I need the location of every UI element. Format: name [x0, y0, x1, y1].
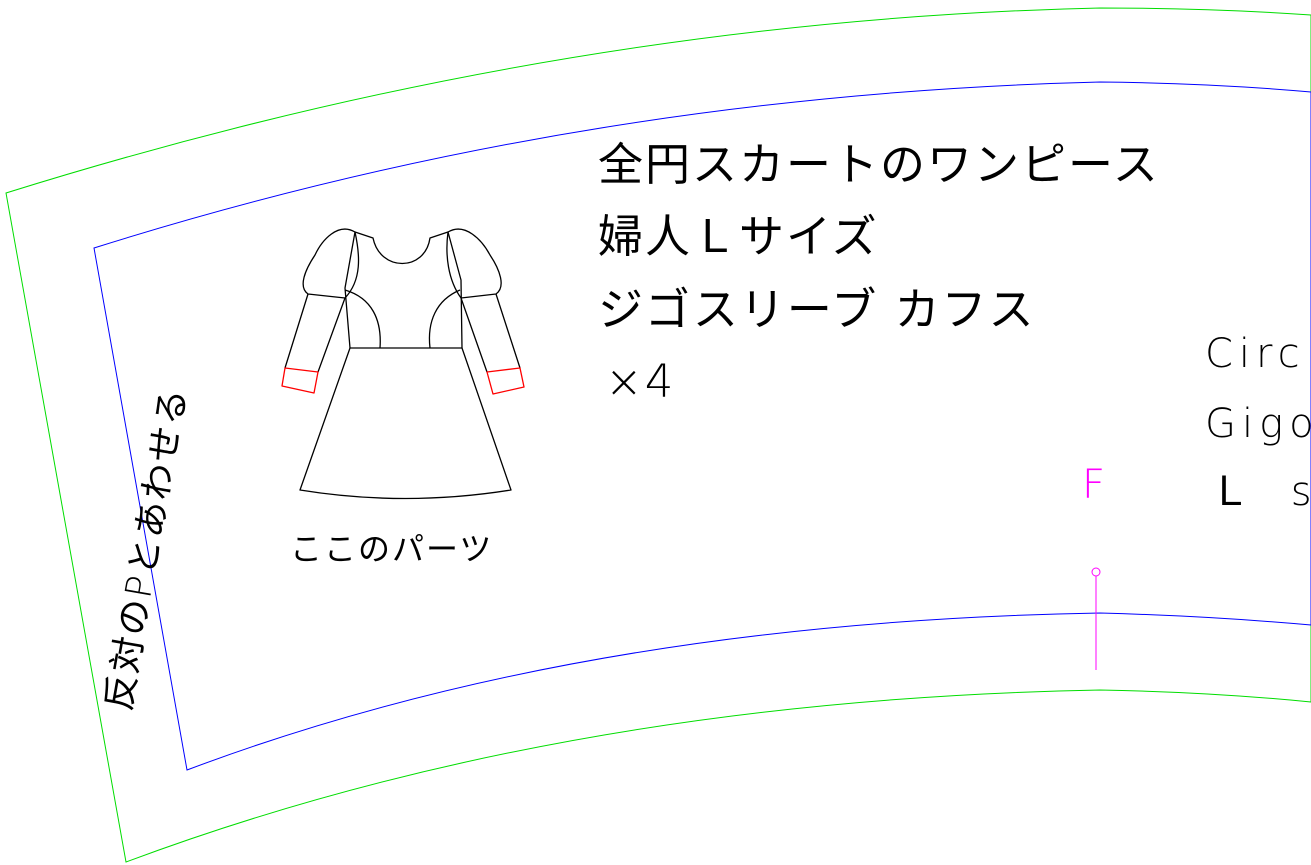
lower-sleeve-right — [460, 293, 521, 373]
cuff-right — [486, 367, 525, 395]
lower-sleeve-left — [284, 293, 346, 373]
puff-sleeve-left — [302, 228, 360, 299]
pattern-size-en: Ｌ s — [1210, 469, 1311, 515]
bodice-seam-right — [428, 289, 461, 349]
side-note: 反対のPとあわせる — [98, 384, 195, 714]
seam-allowance-outline — [5, 7, 1311, 863]
diagram-caption: ここのパーツ — [290, 530, 493, 568]
pattern-title-en: Circ — [1205, 331, 1306, 377]
cuff-left — [281, 367, 319, 394]
dress-diagram — [281, 228, 525, 500]
pattern-title-ja: 全円スカートのワンピース — [598, 138, 1160, 191]
puff-sleeve-right — [446, 228, 502, 299]
fold-mark-label: F — [1082, 462, 1105, 508]
dress-bodice — [344, 231, 463, 349]
pattern-piece-en: Gigo — [1205, 401, 1311, 447]
bodice-seam-left — [344, 289, 381, 349]
finish-line-outline — [93, 81, 1311, 771]
pattern-size-ja: 婦人Ｌサイズ — [598, 210, 879, 263]
fold-mark: F — [1082, 462, 1105, 670]
pattern-piece-ja: ジゴスリーブ カフス — [598, 283, 1036, 336]
dress-skirt — [299, 347, 512, 500]
pattern-count: ×4 — [605, 355, 675, 408]
